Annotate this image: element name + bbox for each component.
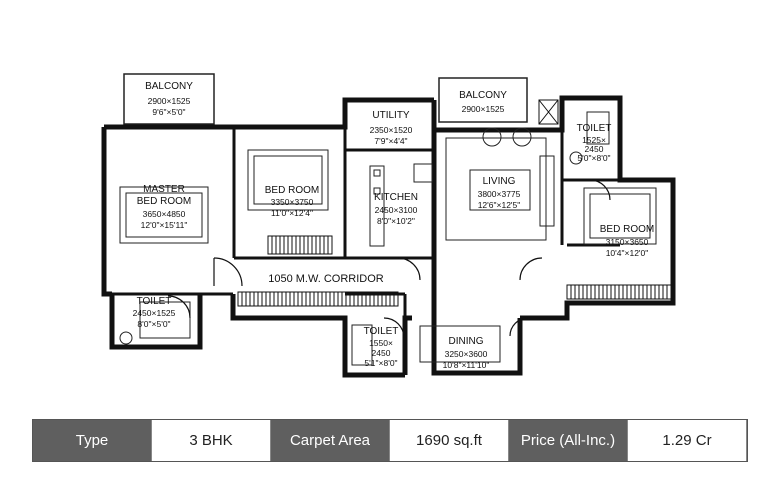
living-name: LIVING: [483, 176, 516, 187]
dining-dim1: 3250×3600: [445, 349, 488, 359]
utility-name: UTILITY: [372, 110, 410, 121]
floor-plan: BALCONY 2900×1525 9'6"×5'0" BALCONY 2900…: [101, 73, 676, 378]
toilet-top-right-dim1: 1525×: [582, 135, 606, 145]
kitchen-dim2: 8'0"×10'2": [377, 216, 415, 226]
interior-walls: [102, 127, 620, 318]
toilet-left-dim2: 8'0"×5'0": [137, 319, 170, 329]
bedroom3-dim1: 3150×3650: [606, 237, 649, 247]
toilet-center-name: TOILET: [364, 326, 399, 337]
carpet-area-value: 1690 sq.ft: [389, 420, 509, 461]
toilet-center-dim3: 5'1"×8'0": [364, 358, 397, 368]
window-hatching: [237, 99, 672, 307]
living-dim2: 12'6"×12'5": [478, 200, 521, 210]
furniture: [119, 111, 657, 366]
balcony-right-outline: [438, 77, 528, 123]
dining-dim2: 10'8"×11'10": [443, 360, 490, 370]
balcony-left-dim1: 2900×1525: [148, 96, 191, 106]
bedroom2-dim2: 11'0"×12'4": [271, 208, 313, 218]
bedroom3-dim2: 10'4"×12'0": [606, 248, 649, 258]
toilet-center-dim2: 2450: [372, 348, 391, 358]
bedroom3-name: BED ROOM: [600, 224, 654, 235]
carpet-area-label: Carpet Area: [271, 420, 389, 461]
type-value: 3 BHK: [151, 420, 271, 461]
master-bedroom-name-line1: MASTER: [143, 184, 185, 195]
toilet-top-right-dim3: 5'0"×8'0": [577, 153, 610, 163]
dining-name: DINING: [449, 336, 484, 347]
type-label: Type: [33, 420, 151, 461]
kitchen-dim1: 2450×3100: [375, 205, 418, 215]
doors: [167, 179, 611, 339]
toilet-left-dim1: 2450×1525: [133, 308, 176, 318]
bedroom2-dim1: 3350×3750: [271, 197, 314, 207]
toilet-top-right-dim2: 2450: [585, 144, 604, 154]
utility-dim1: 2350×1520: [370, 125, 413, 135]
price-value: 1.29 Cr: [627, 420, 747, 461]
utility-dim2: 7'9"×4'4": [374, 136, 407, 146]
price-label: Price (All-Inc.): [509, 420, 627, 461]
balcony-left-outline: [123, 73, 215, 125]
corridor-label: 1050 M.W. CORRIDOR: [268, 273, 384, 285]
balcony-right-name: BALCONY: [459, 90, 507, 101]
balcony-right-dim1: 2900×1525: [462, 104, 505, 114]
kitchen-name: KITCHEN: [374, 192, 418, 203]
toilet-top-right-name: TOILET: [577, 123, 612, 134]
balcony-left-dim2: 9'6"×5'0": [152, 107, 185, 117]
master-bedroom-dim1: 3650×4850: [143, 209, 186, 219]
balcony-left-name: BALCONY: [145, 81, 193, 92]
room-labels: BALCONY 2900×1525 9'6"×5'0" BALCONY 2900…: [133, 81, 655, 370]
living-dim1: 3800×3775: [478, 189, 521, 199]
master-bedroom-name-line2: BED ROOM: [137, 196, 191, 207]
unit-info-bar: Type 3 BHK Carpet Area 1690 sq.ft Price …: [32, 419, 748, 462]
master-bedroom-dim2: 12'0"×15'11": [141, 220, 188, 230]
bedroom2-name: BED ROOM: [265, 185, 319, 196]
toilet-center-dim1: 1550×: [369, 338, 393, 348]
toilet-left-name: TOILET: [137, 296, 172, 307]
